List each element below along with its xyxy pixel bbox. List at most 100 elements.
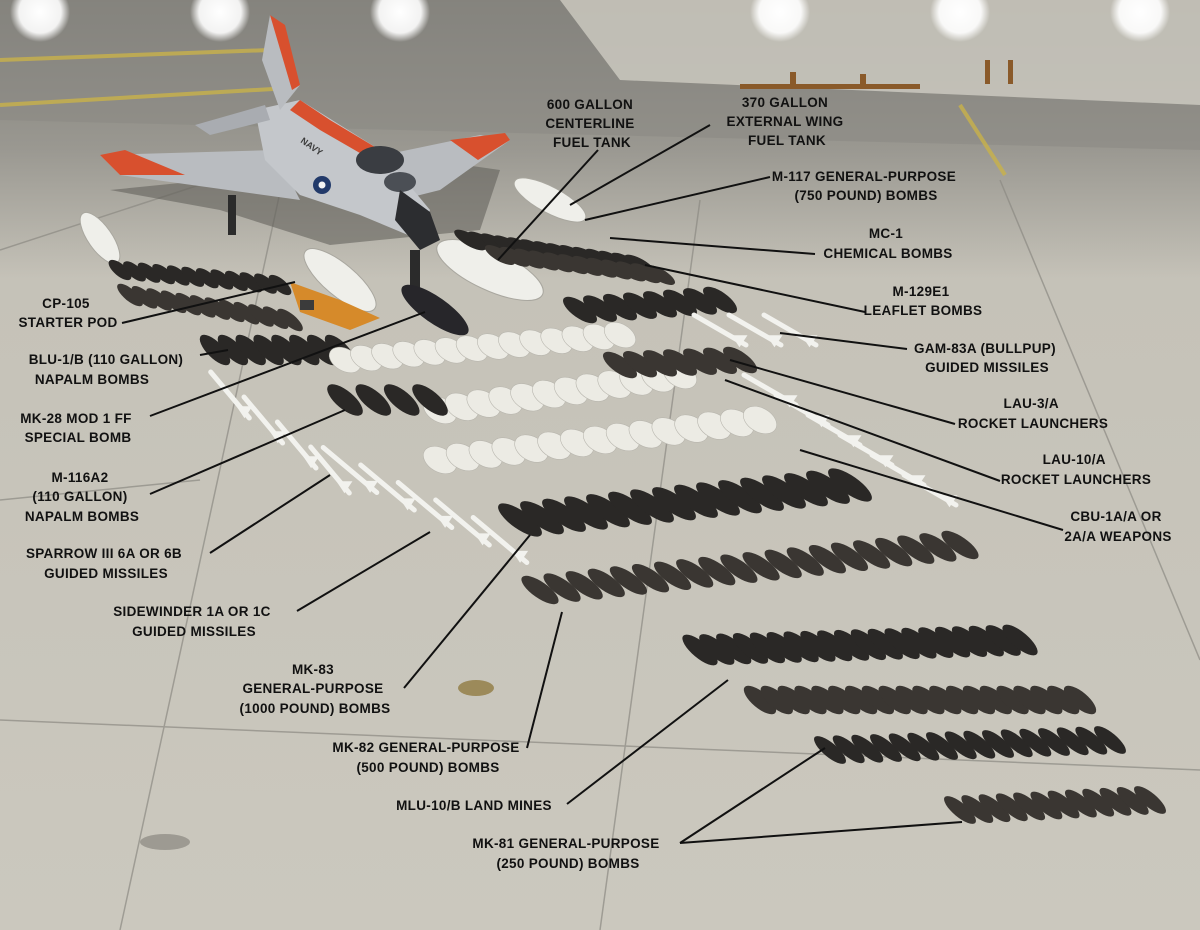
- blu1b-napalm-row2-item: [253, 334, 284, 366]
- blu1b-napalm-row2-item: [235, 334, 266, 366]
- cp105-row-bombs-item: [108, 259, 132, 281]
- mlu10b-mines-item: [682, 634, 718, 666]
- mc1-bombs: [484, 245, 676, 285]
- cbu-weapons-item: [682, 348, 718, 375]
- label-m129e1: M-129E1 LEAFLET BOMBS: [864, 284, 983, 318]
- mk81-bombs-item: [888, 733, 921, 762]
- cp105-row-bombs-item: [166, 265, 190, 286]
- mlu10b-mines-item: [901, 627, 937, 659]
- blu1b-napalm-item: [175, 292, 202, 316]
- wing-fuel-tanks: [79, 177, 587, 312]
- mk81-bombs-row2: [944, 786, 1166, 824]
- mk81-bombs-item: [907, 732, 940, 761]
- mk82-bombs-item: [720, 554, 758, 583]
- blu1b-napalm-item: [262, 306, 289, 329]
- mk81-bombs-item: [1056, 727, 1089, 756]
- sidewinder-missiles-fin: [437, 515, 454, 528]
- napalm-dark-mid: [327, 384, 448, 416]
- cp105-row-bombs-item: [225, 270, 248, 292]
- gam83a-missiles: [691, 312, 819, 348]
- mlu10b-mines-item: [1002, 624, 1038, 656]
- cp105-row-bombs-item: [239, 272, 263, 293]
- mlu10b-mines-row2-item: [895, 685, 928, 715]
- label-blu1b: BLU-1/B (110 GALLON) NAPALM BOMBS: [29, 352, 188, 387]
- label-mk82: MK-82 GENERAL-PURPOSE (500 POUND) BOMBS: [332, 740, 523, 775]
- light-leaks: [10, 0, 1170, 42]
- mk82-bombs: [521, 530, 979, 605]
- light-concrete: [560, 0, 1200, 105]
- mc1-bombs-item: [586, 257, 617, 278]
- m129e1-bombs-item: [662, 289, 698, 317]
- f4-aircraft: NAVY: [100, 15, 510, 288]
- mk83-bombs-item: [586, 494, 630, 528]
- sparrow-missiles-fin: [269, 431, 286, 444]
- sidewinder-missiles-fin: [399, 498, 416, 511]
- mk81-bombs-item: [944, 731, 977, 760]
- m129e1-bombs-item: [582, 295, 618, 322]
- mk83-bombs-item: [564, 496, 608, 530]
- napalm-dark-mid-item: [355, 384, 392, 416]
- background-equipment: [740, 60, 1013, 89]
- m116a2-napalm: [328, 321, 637, 374]
- lau10a-launchers: [422, 405, 778, 475]
- mlu10b-mines-item: [783, 631, 819, 663]
- lau10a-launchers-item: [742, 405, 778, 435]
- label-cbu1a: CBU-1A/A OR 2A/A WEAPONS: [1064, 509, 1171, 544]
- label-mc1: MC-1 CHEMICAL BOMBS: [823, 226, 952, 261]
- mk81-bombs-row2-item: [1082, 788, 1115, 817]
- label-m116a2: M-116A2 (110 GALLON) NAPALM BOMBS: [25, 470, 139, 524]
- blu1b-napalm-row2-item: [217, 334, 249, 366]
- sidewinder-missiles-fin: [512, 550, 529, 563]
- blu1b-napalm-item: [160, 290, 187, 314]
- gam83a-missiles-fin: [801, 335, 818, 348]
- mlu10b-mines-row2-item: [794, 685, 827, 715]
- lau3a-launchers: [422, 360, 698, 425]
- mlu10b-mines-row2-item: [929, 685, 962, 715]
- mk81-bombs-row2-item: [1099, 787, 1132, 816]
- mk81-bombs-row2-item: [1064, 789, 1097, 818]
- mk82-bombs-item: [631, 563, 670, 593]
- mk82-bombs-item: [786, 547, 824, 576]
- mk81-bombs-item: [1075, 726, 1108, 755]
- mlu10b-mines-row2-item: [1013, 685, 1046, 715]
- mk83-bombs-item: [498, 503, 542, 537]
- mlu10b-mines-item: [867, 628, 903, 660]
- label-mk81: MK-81 GENERAL-PURPOSE (250 POUND) BOMBS: [472, 836, 663, 871]
- mk81-bombs-row2-item: [1047, 790, 1080, 819]
- mk83-bombs-item: [696, 482, 740, 516]
- label-sparrow: SPARROW III 6A OR 6B GUIDED MISSILES: [26, 546, 186, 581]
- mk83-bombs-item: [784, 473, 828, 507]
- cbu-weapons-item: [642, 350, 678, 377]
- blu1b-napalm-item: [248, 304, 274, 327]
- mk82-bombs-item: [654, 561, 692, 591]
- mlu10b-mines-row2-item: [743, 685, 777, 715]
- blu1b-napalm: [117, 283, 303, 332]
- cp105-row-bombs-item: [210, 269, 234, 290]
- mk82-bombs-item: [676, 559, 714, 588]
- mk83-bombs-item: [652, 487, 696, 521]
- mk81-bombs-item: [1019, 728, 1052, 757]
- mc1-bombs-item: [572, 255, 603, 276]
- m129e1-bombs-item: [562, 296, 598, 324]
- label-cp105: CP-105 STARTER POD: [18, 296, 117, 330]
- blu1b-napalm-item: [233, 301, 260, 325]
- mlu10b-mines-item: [985, 625, 1021, 656]
- mk82-bombs-item: [698, 556, 736, 586]
- mk83-bombs-item: [630, 489, 674, 523]
- mc1-bombs-item: [630, 263, 661, 284]
- label-mlu10b: MLU-10/B LAND MINES: [396, 798, 552, 813]
- label-sidewinder: SIDEWINDER 1A OR 1C GUIDED MISSILES: [113, 604, 275, 639]
- mk83-bombs-item: [542, 498, 586, 532]
- m129e1-bombs-item: [602, 293, 638, 321]
- mc1-bombs-item: [514, 248, 545, 269]
- sidewinder-missiles-fin: [362, 480, 379, 493]
- mk81-bombs-item: [963, 730, 996, 759]
- mk81-bombs-row2-item: [944, 796, 976, 824]
- label-m117: M-117 GENERAL-PURPOSE (750 POUND) BOMBS: [772, 169, 960, 203]
- blu1b-napalm-row2-item: [199, 334, 231, 366]
- mk81-bombs-row2-item: [961, 795, 994, 824]
- mlu10b-mines-row2-item: [1030, 685, 1063, 715]
- mlu10b-mines-row2-item: [828, 685, 861, 715]
- mk81-bombs-item: [870, 734, 902, 762]
